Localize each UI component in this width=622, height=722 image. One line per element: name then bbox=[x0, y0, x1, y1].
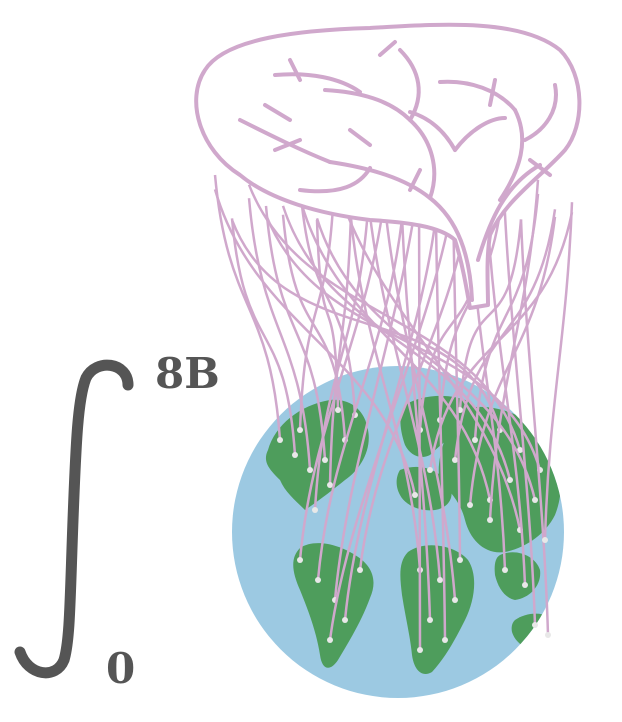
thread-node bbox=[357, 567, 363, 573]
thread-node bbox=[297, 427, 303, 433]
thread-line bbox=[543, 202, 574, 541]
thread-node bbox=[472, 437, 478, 443]
brain-icon bbox=[194, 22, 582, 310]
thread-line bbox=[519, 219, 550, 636]
thread-line bbox=[400, 214, 432, 621]
thread-node bbox=[277, 437, 283, 443]
thread-line bbox=[313, 209, 370, 511]
brain-outline bbox=[194, 22, 582, 310]
thread-line bbox=[281, 214, 347, 441]
thread-line bbox=[333, 179, 421, 601]
thread-node bbox=[542, 537, 548, 543]
continent-south-america bbox=[293, 543, 374, 668]
thread-line bbox=[328, 202, 455, 641]
thread-line bbox=[298, 197, 492, 501]
upper-bound-label: 8B bbox=[155, 349, 220, 398]
thread-node bbox=[307, 467, 313, 473]
thread-line bbox=[264, 205, 327, 461]
thread-line bbox=[451, 189, 462, 561]
thread-line bbox=[247, 184, 522, 451]
lower-bound-label: 0 bbox=[106, 644, 135, 693]
thread-line bbox=[434, 219, 447, 641]
connection-threads bbox=[213, 174, 574, 653]
thread-node bbox=[315, 577, 321, 583]
thread-line bbox=[298, 193, 387, 561]
thread-line bbox=[247, 198, 312, 471]
thread-node bbox=[487, 517, 493, 523]
thread-line bbox=[315, 219, 340, 411]
thread-node bbox=[427, 617, 433, 623]
thread-node bbox=[532, 497, 538, 503]
thread-node bbox=[502, 567, 508, 573]
thread-node bbox=[297, 557, 303, 563]
thread-node bbox=[335, 407, 341, 413]
thread-line bbox=[383, 205, 457, 601]
thread-line bbox=[343, 216, 438, 621]
thread-node bbox=[427, 467, 433, 473]
thread-node bbox=[322, 457, 328, 463]
brain-veins bbox=[238, 40, 558, 302]
thread-line bbox=[366, 198, 442, 581]
thread-line bbox=[298, 189, 336, 431]
thread-node bbox=[342, 617, 348, 623]
thread-line bbox=[349, 218, 422, 571]
thread-line bbox=[488, 179, 540, 521]
thread-line bbox=[417, 184, 422, 651]
thread-node bbox=[452, 457, 458, 463]
continent-southeast-asia bbox=[494, 552, 541, 600]
thread-node bbox=[457, 557, 463, 563]
thread-node bbox=[327, 482, 333, 488]
integral-sign-icon bbox=[14, 359, 134, 679]
thread-node bbox=[517, 447, 523, 453]
thread-line bbox=[485, 209, 527, 586]
thread-line bbox=[328, 212, 353, 486]
thread-node bbox=[412, 492, 418, 498]
thread-node bbox=[452, 597, 458, 603]
thread-line bbox=[298, 184, 357, 416]
thread-node bbox=[467, 502, 473, 508]
thread-node bbox=[522, 582, 528, 588]
thread-line bbox=[315, 217, 537, 501]
thread-node bbox=[327, 637, 333, 643]
thread-line bbox=[230, 218, 297, 456]
globe-icon bbox=[232, 366, 564, 698]
thread-node bbox=[437, 577, 443, 583]
thread-node bbox=[442, 637, 448, 643]
thread-node bbox=[532, 622, 538, 628]
thread-line bbox=[468, 216, 557, 506]
thread-line bbox=[502, 193, 537, 626]
thread-node bbox=[312, 507, 318, 513]
thread-node bbox=[292, 452, 298, 458]
thread-node bbox=[417, 647, 423, 653]
thread-line bbox=[213, 174, 282, 441]
thread-node bbox=[545, 632, 551, 638]
thread-node bbox=[507, 477, 513, 483]
thread-line bbox=[281, 205, 512, 481]
thread-line bbox=[213, 189, 417, 496]
